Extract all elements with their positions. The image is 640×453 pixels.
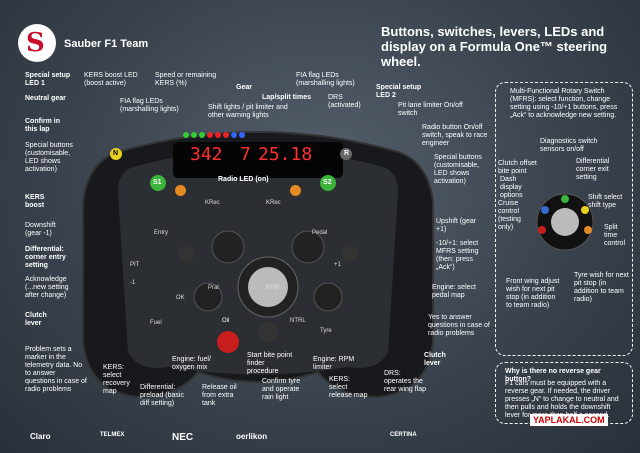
mfrs-dash: Dash display options [500,176,523,199]
callout-kers-release: KERS: select release map [329,376,368,399]
steering-wheel [82,131,434,399]
callout-kers-led: KERS boost LED (boost active) [84,72,138,87]
mfrs-panel [495,82,633,356]
radio-button[interactable] [340,148,352,160]
callout-engine-pedal: Engine: select pedal map [432,284,476,299]
callout-confirm-tyre: Confirm tyre and operate rain light [262,378,301,401]
mfrs-shift-select: Shift select shift type [588,194,623,209]
callout-neutral: Neutral gear [25,95,66,102]
sponsor-1: Claro [30,432,51,441]
fuel-label: Fuel [150,320,162,326]
callout-problem: Problem sets a marker in the telemetry d… [25,346,87,393]
callout-radio-button: Radio button On/off switch, speak to rac… [422,124,488,147]
callout-yes: Yes to answer questions in case of radio… [428,314,490,337]
krec-left-label: KRec [205,200,220,206]
callout-engine-rpm: Engine: RPM limiter [313,356,355,371]
entry-label: Entry [154,230,169,236]
s2-label: S2 [323,179,332,186]
callout-lap: Lap/split times [262,94,312,101]
kers-boost-button[interactable] [175,185,186,196]
reverse-title: Why is there no reverse gear button? [505,368,601,383]
brand-name: Sauber F1 Team [64,38,149,50]
callout-upshift: Upshift (gear +1) [436,218,477,233]
page-title: Buttons, switches, levers, LEDs and disp… [381,24,608,69]
mfrs-front-wing: Front wing adjust wish for next pit stop… [506,278,560,309]
callout-start-bite: Start bite point finder procedure [247,352,293,375]
callout-drs-activated: DRS (activated) [328,94,361,109]
sponsor-5: CERTINA [390,432,417,438]
special-button-right[interactable] [290,185,301,196]
callout-special-buttons-right: Special buttons (customisable, LED shows… [434,154,482,185]
sauber-logo: S [18,24,56,62]
neutral-label: N [113,150,119,157]
callout-shift-lights: Shift lights / pit limiter and other war… [208,104,288,119]
ok-label: OK [176,295,185,301]
sponsor-2: TELMEX [100,432,125,438]
callout-engine-fuel: Engine: fuel/ oxygen mix [172,356,211,371]
mfrs-diagnostics: Diagnostics switch sensors on/off [540,138,598,153]
pit-label: PIT [130,262,140,268]
callout-radio-led: Radio LED (on) [218,176,269,183]
s1-button[interactable] [150,175,166,191]
callout-diff-preload: Differential: preload (basic diff settin… [140,384,184,407]
minus-ten-label: -1 [130,280,136,286]
callout-clutch-left: Clutch lever [25,312,47,327]
watermark: YAPLAKAL.COM [530,414,608,426]
callout-release-oil: Release oil from extra tank [202,384,237,407]
radio-label: R [344,150,350,157]
mfrs-cruise: Cruise control (testing only) [498,200,521,231]
callout-acknowledge: Acknowledge (...new setting after change… [25,276,69,299]
pral-label: Pral [208,285,219,291]
callout-kers-recovery: KERS: select recovery map [103,364,130,395]
callout-kers-boost: KERS boost [25,194,45,209]
krec-right-label: KRec [266,200,281,206]
callout-mfrs-select: -10/+1: select MFRS setting (then: press… [436,240,479,271]
mfrs-tyre-wish: Tyre wish for next pit stop (in addition… [574,272,629,303]
oil-label: Oil [222,318,230,324]
callout-clutch-right: Clutch lever [424,352,446,367]
ntrl-label: NTRL [290,318,306,324]
callout-fia-leds-right: FIA flag LEDs (marshalling lights) [296,72,355,87]
mfrs-knob[interactable] [530,190,600,252]
sponsor-4: oerlikon [236,432,268,441]
rpm-label: RPM [266,285,280,291]
mfrs-differential: Differential corner exit setting [576,158,610,181]
callout-special-led2: Special setup LED 2 [376,84,422,99]
mfrs-split: Split time control [604,224,626,247]
callout-downshift: Downshift (gear -1) [25,222,56,237]
display-speed: 342 [190,144,223,165]
callout-drs-operate: DRS: operates the rear wing flap [384,370,427,393]
callout-special-buttons: Special buttons (customisable, LED shows… [25,142,73,173]
callout-pit-limiter: Pit lane limiter On/off switch [398,102,463,117]
mfrs-clutch: Clutch offset bite point [498,160,537,175]
sponsor-3: NEC [172,432,194,443]
mfrs-title: Multi-Functional Rotary Switch (MFRS): s… [510,88,618,119]
callout-diff-entry: Differential: corner entry setting [25,246,66,269]
display-gear: 7 [240,144,251,165]
callout-special-led1: Special setup LED 1 [25,72,71,87]
callout-fia-leds-left: FIA flag LEDs (marshalling lights) [120,98,179,113]
s2-button[interactable] [320,175,336,191]
display-laptime: 25.18 [258,144,313,165]
callout-gear: Gear [236,84,252,91]
callout-confirm-lap: Confirm in this lap [25,118,60,133]
s1-label: S1 [153,179,162,186]
neutral-button[interactable] [110,148,122,160]
tyre-label: Tyre [320,328,332,334]
plus-one-label: +1 [334,262,341,268]
callout-speed: Speed or remaining KERS (%) [155,72,217,87]
pedal-label: Pedal [312,230,328,236]
